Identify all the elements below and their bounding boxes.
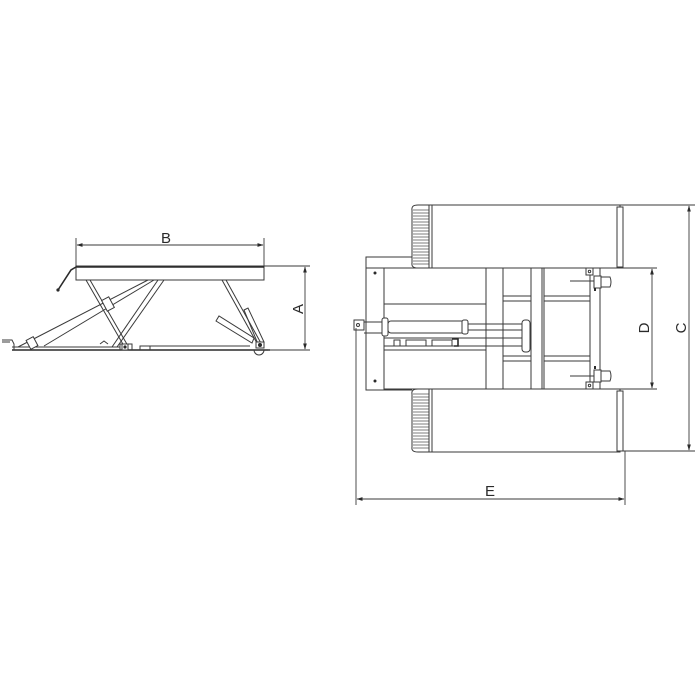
bottom-platform-rail <box>429 388 695 453</box>
hydraulic-cylinder-side <box>25 296 116 350</box>
pivot-points <box>99 340 265 356</box>
tread-pad-top <box>411 204 433 269</box>
dimension-label-d: D <box>636 322 653 333</box>
side-view: B <box>2 230 310 356</box>
dimension-label-e: E <box>485 483 495 500</box>
dimension-e: E <box>355 328 626 505</box>
top-platform-rail <box>429 204 695 269</box>
lift-platform <box>75 265 310 281</box>
hydraulic-cylinder-top <box>353 317 531 353</box>
base-frame <box>365 256 605 391</box>
base-plate <box>2 339 270 351</box>
platform-handle <box>56 266 77 292</box>
wheel-stop-top <box>570 267 612 291</box>
dimension-b: B <box>75 230 265 268</box>
wheel-stop-bottom <box>570 366 612 390</box>
dimension-label-a: A <box>290 304 307 314</box>
top-view: D C E <box>353 204 695 505</box>
scissor-arms <box>17 279 265 348</box>
dimension-d: D <box>600 267 657 390</box>
tread-pad-bottom <box>411 388 433 453</box>
dimension-label-b: B <box>161 230 171 247</box>
dimension-a: A <box>264 265 310 351</box>
dimension-label-c: C <box>673 322 690 333</box>
dimension-c: C <box>673 205 691 451</box>
